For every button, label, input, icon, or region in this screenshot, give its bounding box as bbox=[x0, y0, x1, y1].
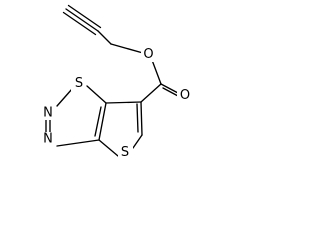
bond-ring-c6-c7a bbox=[105, 101, 142, 104]
bond-c7a-s bbox=[86, 85, 107, 104]
bond-ch2-ester-oxygen bbox=[110, 43, 144, 54]
svg-text:S: S bbox=[121, 145, 129, 160]
n-n-double-bond bbox=[45, 119, 51, 133]
alkyne-triple-bond bbox=[62, 4, 102, 36]
svg-text:O: O bbox=[143, 47, 153, 62]
svg-text:N: N bbox=[43, 132, 53, 147]
bond-n-c3a bbox=[56, 139, 100, 147]
bond-alkyne-ch2 bbox=[97, 30, 112, 45]
bond-ring-s-c3a bbox=[98, 139, 119, 157]
carbonyl-double-bond bbox=[160, 83, 179, 97]
svg-text:S: S bbox=[75, 76, 83, 91]
molecule-structure-diagram: S N N S O O bbox=[41, 4, 193, 160]
atom-n-lower: N bbox=[41, 132, 55, 147]
bond-ring-c6-c7-inner bbox=[136, 103, 139, 133]
atom-o-ester: O bbox=[141, 47, 156, 62]
bond-carbonyl-ring bbox=[140, 83, 162, 103]
svg-text:O: O bbox=[180, 88, 190, 103]
atom-o-carbonyl: O bbox=[177, 88, 193, 103]
atom-s-thiadiazole: S bbox=[71, 76, 86, 91]
svg-text:N: N bbox=[43, 106, 53, 121]
atom-s-thiophene: S bbox=[118, 145, 133, 160]
bond-ring-c7-s bbox=[132, 134, 143, 149]
bond-ring-c6-c7 bbox=[140, 101, 143, 136]
bond-fused-c7a-c3a-inner bbox=[94, 106, 102, 137]
bond-s-n bbox=[56, 88, 73, 107]
bond-ester-oxygen-carbonyl-carbon bbox=[151, 59, 162, 85]
atom-n-upper: N bbox=[41, 106, 55, 121]
bond-fused-c7a-c3a bbox=[98, 102, 107, 141]
